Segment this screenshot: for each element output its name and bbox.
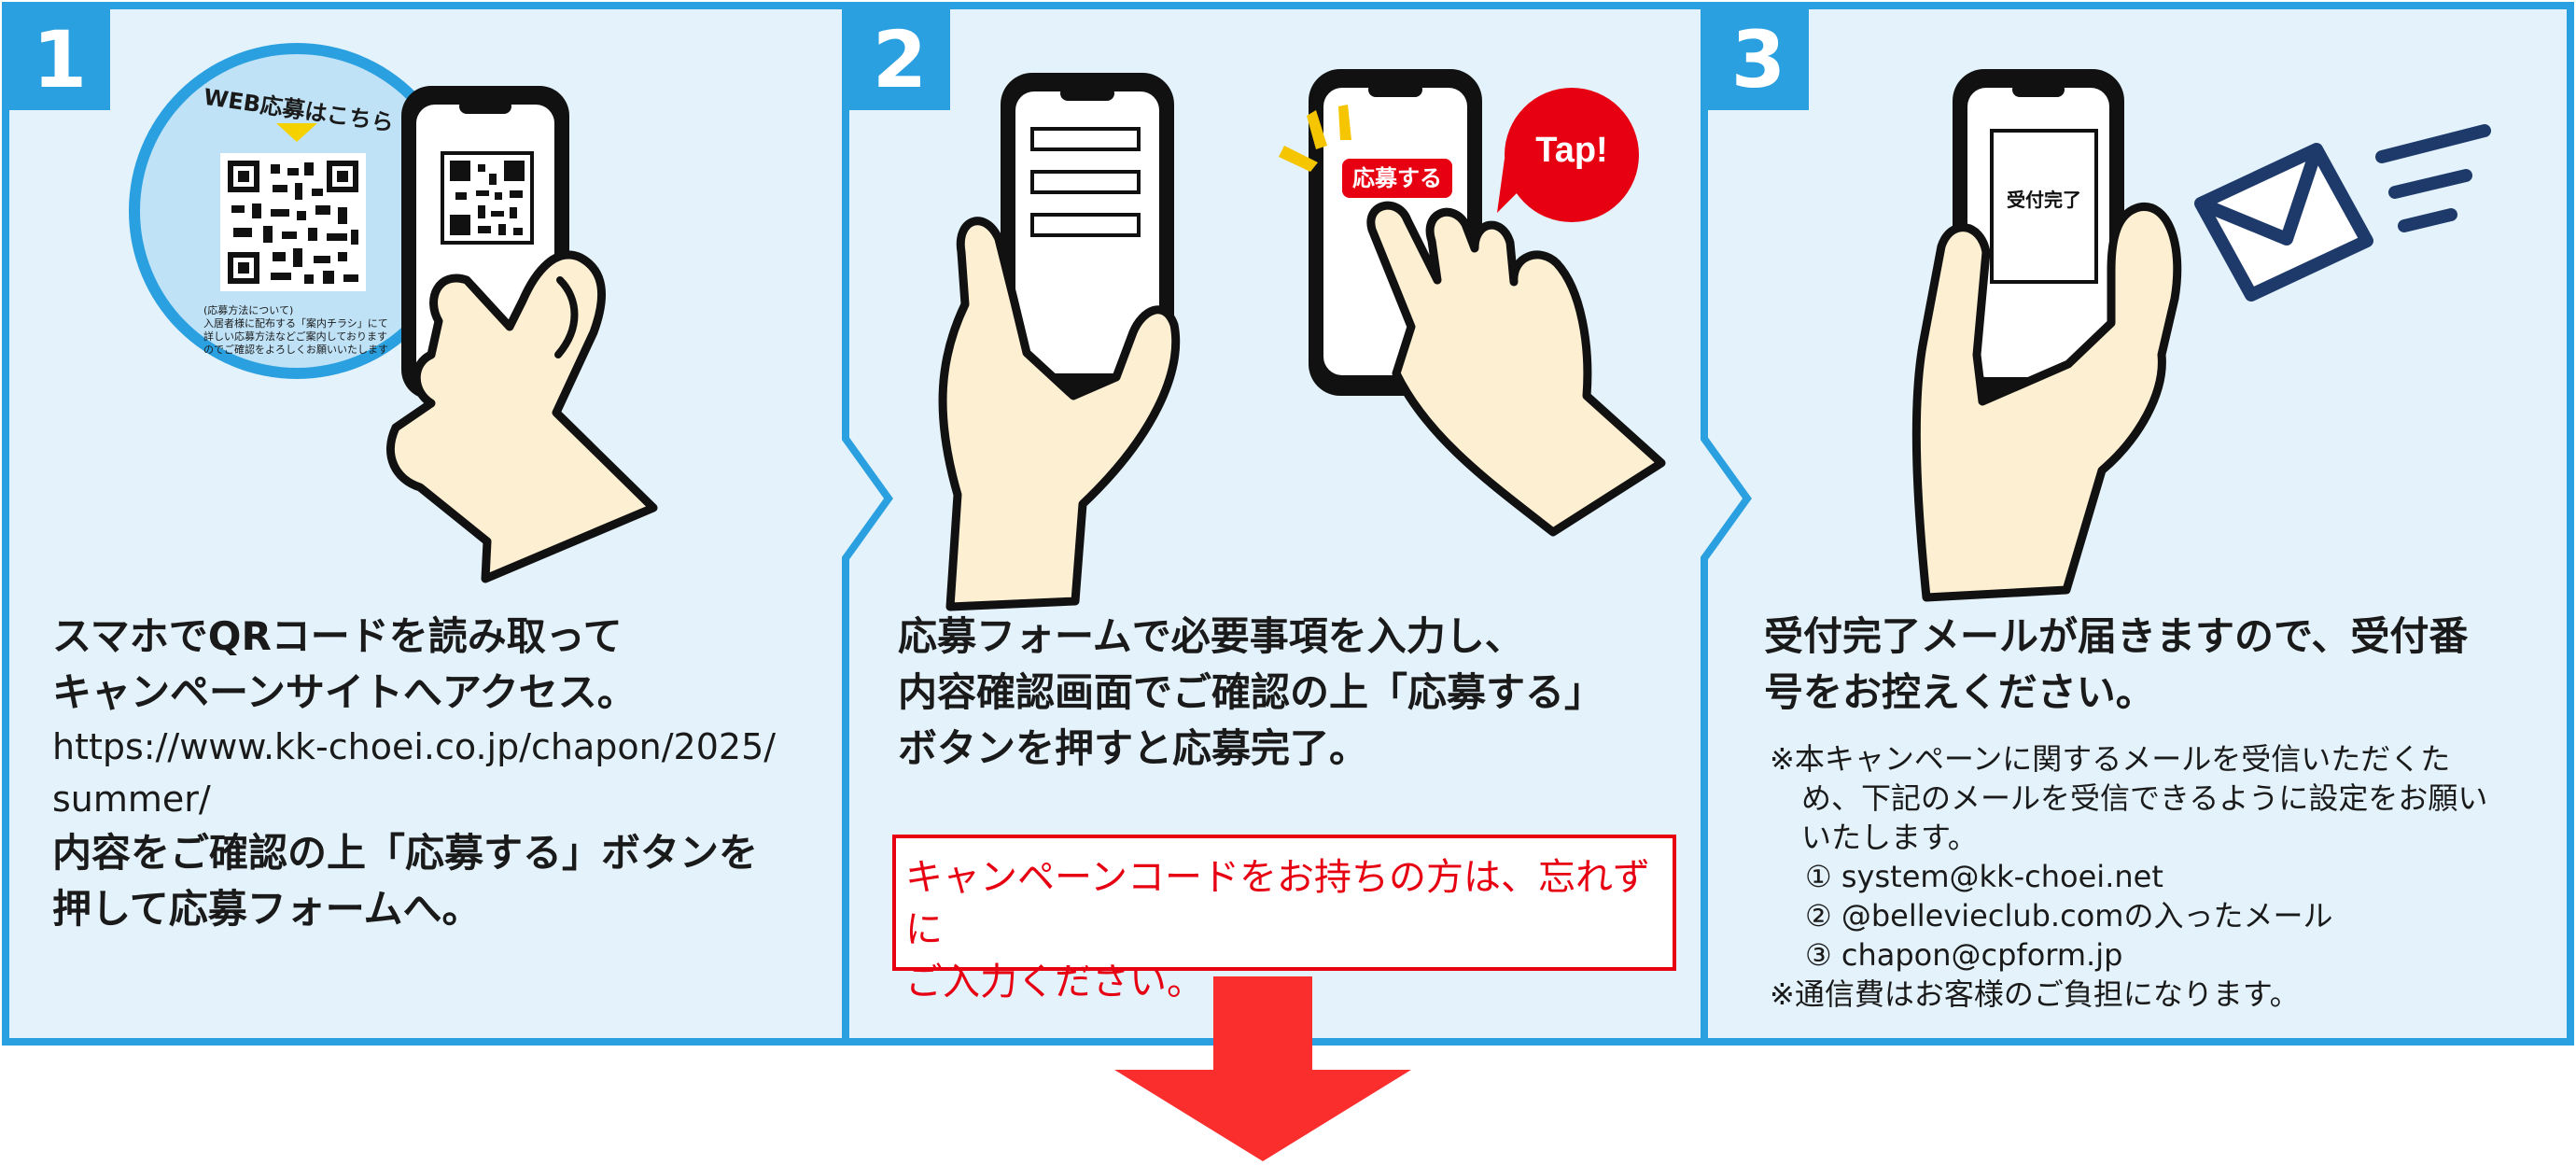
form-field-2 — [1030, 170, 1141, 194]
envelope-icon — [2194, 124, 2491, 302]
step-1-text: スマホでQRコードを読み取って キャンペーンサイトへアクセス。 https://… — [52, 609, 836, 937]
step-1-tail-line: 押して応募フォームへ。 — [52, 886, 482, 932]
phone-screen-label: 受付完了 — [2007, 189, 2081, 211]
step-divider-1 — [842, 6, 893, 1042]
qr-code-icon — [228, 161, 358, 284]
receipt-screen — [1990, 129, 2098, 284]
phone-qr-icon — [450, 161, 525, 235]
email-address: ② @bellevieclub.comの入ったメール — [1805, 898, 2333, 933]
hand-2-illustration — [938, 217, 1181, 611]
step-3-text: 受付完了メールが届きますので、受付番 号をお控えください。 — [1764, 609, 2539, 721]
qr-sign-note-line: 詳しい応募方法などご案内しております — [203, 330, 388, 343]
campaign-code-line: ご入力ください。 — [905, 961, 1204, 1004]
campaign-code-line: キャンペーンコードをお持ちの方は、忘れずに — [905, 856, 1650, 951]
step-2-heading-line: 内容確認画面でご確認の上「応募する」 — [898, 669, 1604, 715]
pointing-hand-illustration — [1366, 201, 1666, 537]
step-1-url-line: https://www.kk-choei.co.jp/chapon/2025/ — [52, 726, 777, 767]
thumb-line — [554, 276, 579, 358]
phone-4-illustration — [1953, 69, 2124, 398]
step-divider-2 — [1701, 6, 1752, 1042]
step-3-heading-line: 受付完了メールが届きますので、受付番 — [1764, 613, 2469, 659]
qr-sign-note-line: のでご確認をよろしくお願いいたします — [203, 344, 388, 356]
step-1-heading-line: キャンペーンサイトへアクセス。 — [52, 669, 637, 715]
qr-sign-note-line: (応募方法について) — [203, 304, 294, 316]
step-number-3: 3 — [1708, 9, 1809, 110]
qr-sign-note: (応募方法について) 入居者様に配布する「案内チラシ」にて 詳しい応募方法などご… — [203, 304, 409, 357]
step-3-heading-line: 号をお控えください。 — [1764, 669, 2155, 715]
step-2-heading-line: ボタンを押すと応募完了。 — [898, 725, 1369, 771]
email-address: ③ chapon@cpform.jp — [1805, 937, 2123, 973]
step-1-tail-line: 内容をご確認の上「応募する」ボタンを — [52, 830, 759, 876]
form-field-3 — [1030, 213, 1141, 237]
qr-sign-illustration — [129, 43, 465, 379]
step-number-1: 1 — [9, 9, 110, 110]
apply-button: 応募する — [1352, 165, 1442, 191]
mail-notice-intro: ※本キャンペーンに関するメールを受信いただくため、下記のメールを受信できるように… — [1770, 741, 2488, 855]
step-number-2: 2 — [849, 9, 950, 110]
cost-notice: ※通信費はお客様のご負担になります。 — [1770, 976, 2300, 1012]
tap-sparkle-icon — [1279, 105, 1351, 172]
step-2-text: 応募フォームで必要事項を入力し、 内容確認画面でご確認の上「応募する」 ボタンを… — [898, 609, 1691, 777]
step-1-url-line: summer/ — [52, 779, 211, 820]
hand-1-illustration — [386, 250, 658, 583]
tap-label: Tap! — [1535, 131, 1608, 170]
qr-sign-note-line: 入居者様に配布する「案内チラシ」にて — [203, 317, 388, 330]
tap-bubble-icon — [1497, 88, 1639, 222]
campaign-code-notice: キャンペーンコードをお持ちの方は、忘れずに ご入力ください。 — [892, 835, 1676, 1004]
down-arrow-icon — [1114, 976, 1411, 1161]
mail-notice: ※本キャンペーンに関するメールを受信いただくため、下記のメールを受信できるように… — [1770, 739, 2507, 1014]
phone-2-illustration — [1001, 73, 1174, 394]
apply-button-shape — [1342, 159, 1452, 198]
email-address: ① system@kk-choei.net — [1805, 859, 2163, 894]
hand-3-illustration — [1911, 203, 2182, 602]
step-2-heading-line: 応募フォームで必要事項を入力し、 — [898, 613, 1524, 659]
form-field-1 — [1030, 127, 1141, 151]
arrow-down-icon — [276, 123, 317, 142]
step-1-heading-line: スマホでQRコードを読み取って — [52, 613, 623, 659]
